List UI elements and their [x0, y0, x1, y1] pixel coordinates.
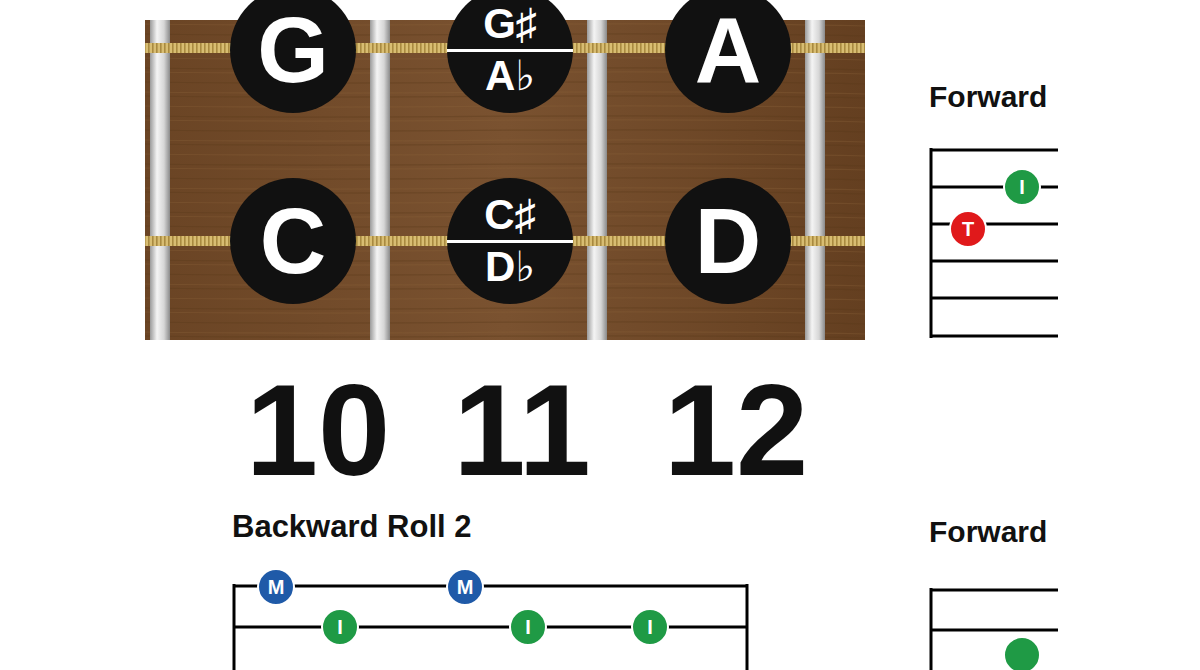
note-circle: A — [665, 0, 791, 113]
tab-staff — [233, 584, 748, 670]
grain-line — [145, 332, 865, 334]
grain-line — [145, 120, 865, 122]
grain-line — [145, 164, 865, 166]
finger-letter: M — [268, 577, 285, 597]
grain-line — [145, 154, 865, 156]
grain-line — [145, 144, 865, 146]
grain-line — [145, 312, 865, 314]
roll-title: Forward — [929, 517, 1047, 547]
divider-line — [447, 49, 573, 52]
grain-line — [145, 130, 865, 132]
note-circle: G♯ A♭ — [447, 0, 573, 113]
note-name: D♭ — [485, 246, 535, 288]
finger-dot: T — [949, 210, 987, 248]
fret-number: 10 — [246, 365, 391, 495]
grain-line — [145, 308, 865, 310]
finger-letter: M — [457, 577, 474, 597]
finger-dot — [1004, 637, 1040, 670]
note-name: D — [695, 195, 761, 287]
finger-letter: I — [647, 617, 653, 637]
finger-dot: M — [446, 568, 484, 606]
finger-letter: T — [962, 219, 974, 239]
grain-line — [145, 140, 865, 142]
finger-dot: I — [631, 608, 669, 646]
finger-letter: I — [1019, 177, 1025, 197]
note-name: G♯ — [483, 3, 537, 45]
finger-dot: I — [509, 608, 547, 646]
fret-number: 11 — [453, 365, 590, 495]
finger-dot: M — [257, 568, 295, 606]
finger-letter: I — [337, 617, 343, 637]
roll-title: Forward — [929, 82, 1047, 112]
grain-line — [145, 116, 865, 118]
note-name: A — [695, 4, 761, 96]
grain-line — [145, 322, 865, 324]
finger-dot: I — [1003, 168, 1041, 206]
finger-letter: I — [525, 617, 531, 637]
finger-dot: I — [321, 608, 359, 646]
roll-title: Backward Roll 2 — [232, 511, 471, 542]
note-circle: C♯ D♭ — [447, 178, 573, 304]
note-name: C♯ — [484, 194, 535, 236]
fret-number: 12 — [664, 365, 809, 495]
note-name: A♭ — [485, 55, 535, 97]
divider-line — [447, 240, 573, 243]
grain-line — [145, 336, 865, 338]
note-name: G — [257, 4, 329, 96]
note-circle: G — [230, 0, 356, 113]
note-circle: C — [230, 178, 356, 304]
grain-line — [145, 168, 865, 170]
tab-staff — [930, 148, 1058, 338]
note-name: C — [260, 195, 326, 287]
note-circle: D — [665, 178, 791, 304]
